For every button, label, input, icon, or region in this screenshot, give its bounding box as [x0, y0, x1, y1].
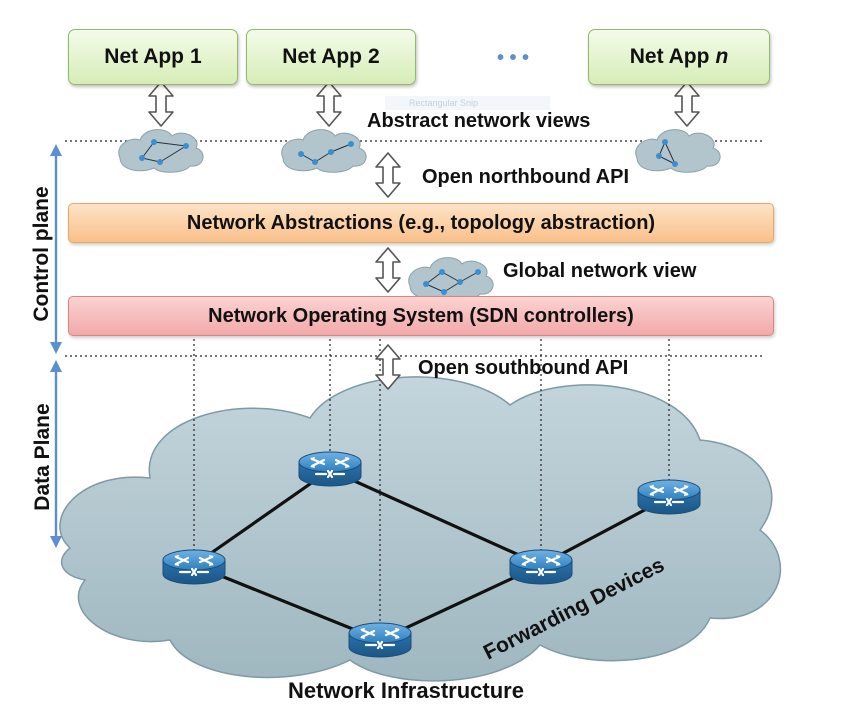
app-index: n	[715, 45, 729, 68]
mini-network-cloud-icon	[118, 129, 204, 173]
data-plane-arrow	[50, 360, 62, 548]
network-abstractions-layer: Network Abstractions (e.g., topology abs…	[68, 203, 774, 243]
infrastructure-label: Network Infrastructure	[288, 678, 524, 703]
app-index: 2	[368, 45, 380, 68]
app-name: Net App	[629, 45, 710, 68]
faint-tooltip: Rectangular Snip	[385, 96, 550, 110]
apps-ellipsis: • • •	[497, 47, 529, 69]
mini-network-cloud-icon	[408, 257, 494, 301]
controller-links	[193, 334, 670, 628]
infrastructure-cloud	[59, 376, 782, 682]
network-operating-system-layer: Network Operating System (SDN controller…	[68, 296, 774, 336]
southbound-api-label: Open southbound API	[418, 357, 629, 379]
northbound-api-label: Open northbound API	[422, 166, 630, 188]
mini-network-cloud-icon	[635, 129, 721, 173]
abstract-views-label: Abstract network views	[367, 110, 591, 132]
data-plane-label: Data Plane	[31, 403, 54, 511]
router-icon	[347, 621, 413, 659]
control-plane-label: Control plane	[30, 186, 53, 322]
mini-network-cloud-icon	[281, 129, 367, 173]
global-view-label: Global network view	[503, 260, 697, 282]
control-plane-arrow	[50, 144, 62, 354]
double-arrow-icon	[375, 247, 401, 293]
app-name: Net App	[104, 45, 185, 68]
router-icon	[297, 450, 363, 488]
router-icon	[508, 548, 574, 586]
app-name: Net App	[282, 45, 363, 68]
double-arrow-icon	[316, 81, 342, 127]
router-icon	[161, 548, 227, 586]
router-icon	[636, 478, 702, 516]
app-index: 1	[190, 45, 202, 68]
double-arrow-icon	[674, 81, 700, 127]
double-arrow-icon	[375, 152, 401, 198]
double-arrow-icon	[148, 81, 174, 127]
